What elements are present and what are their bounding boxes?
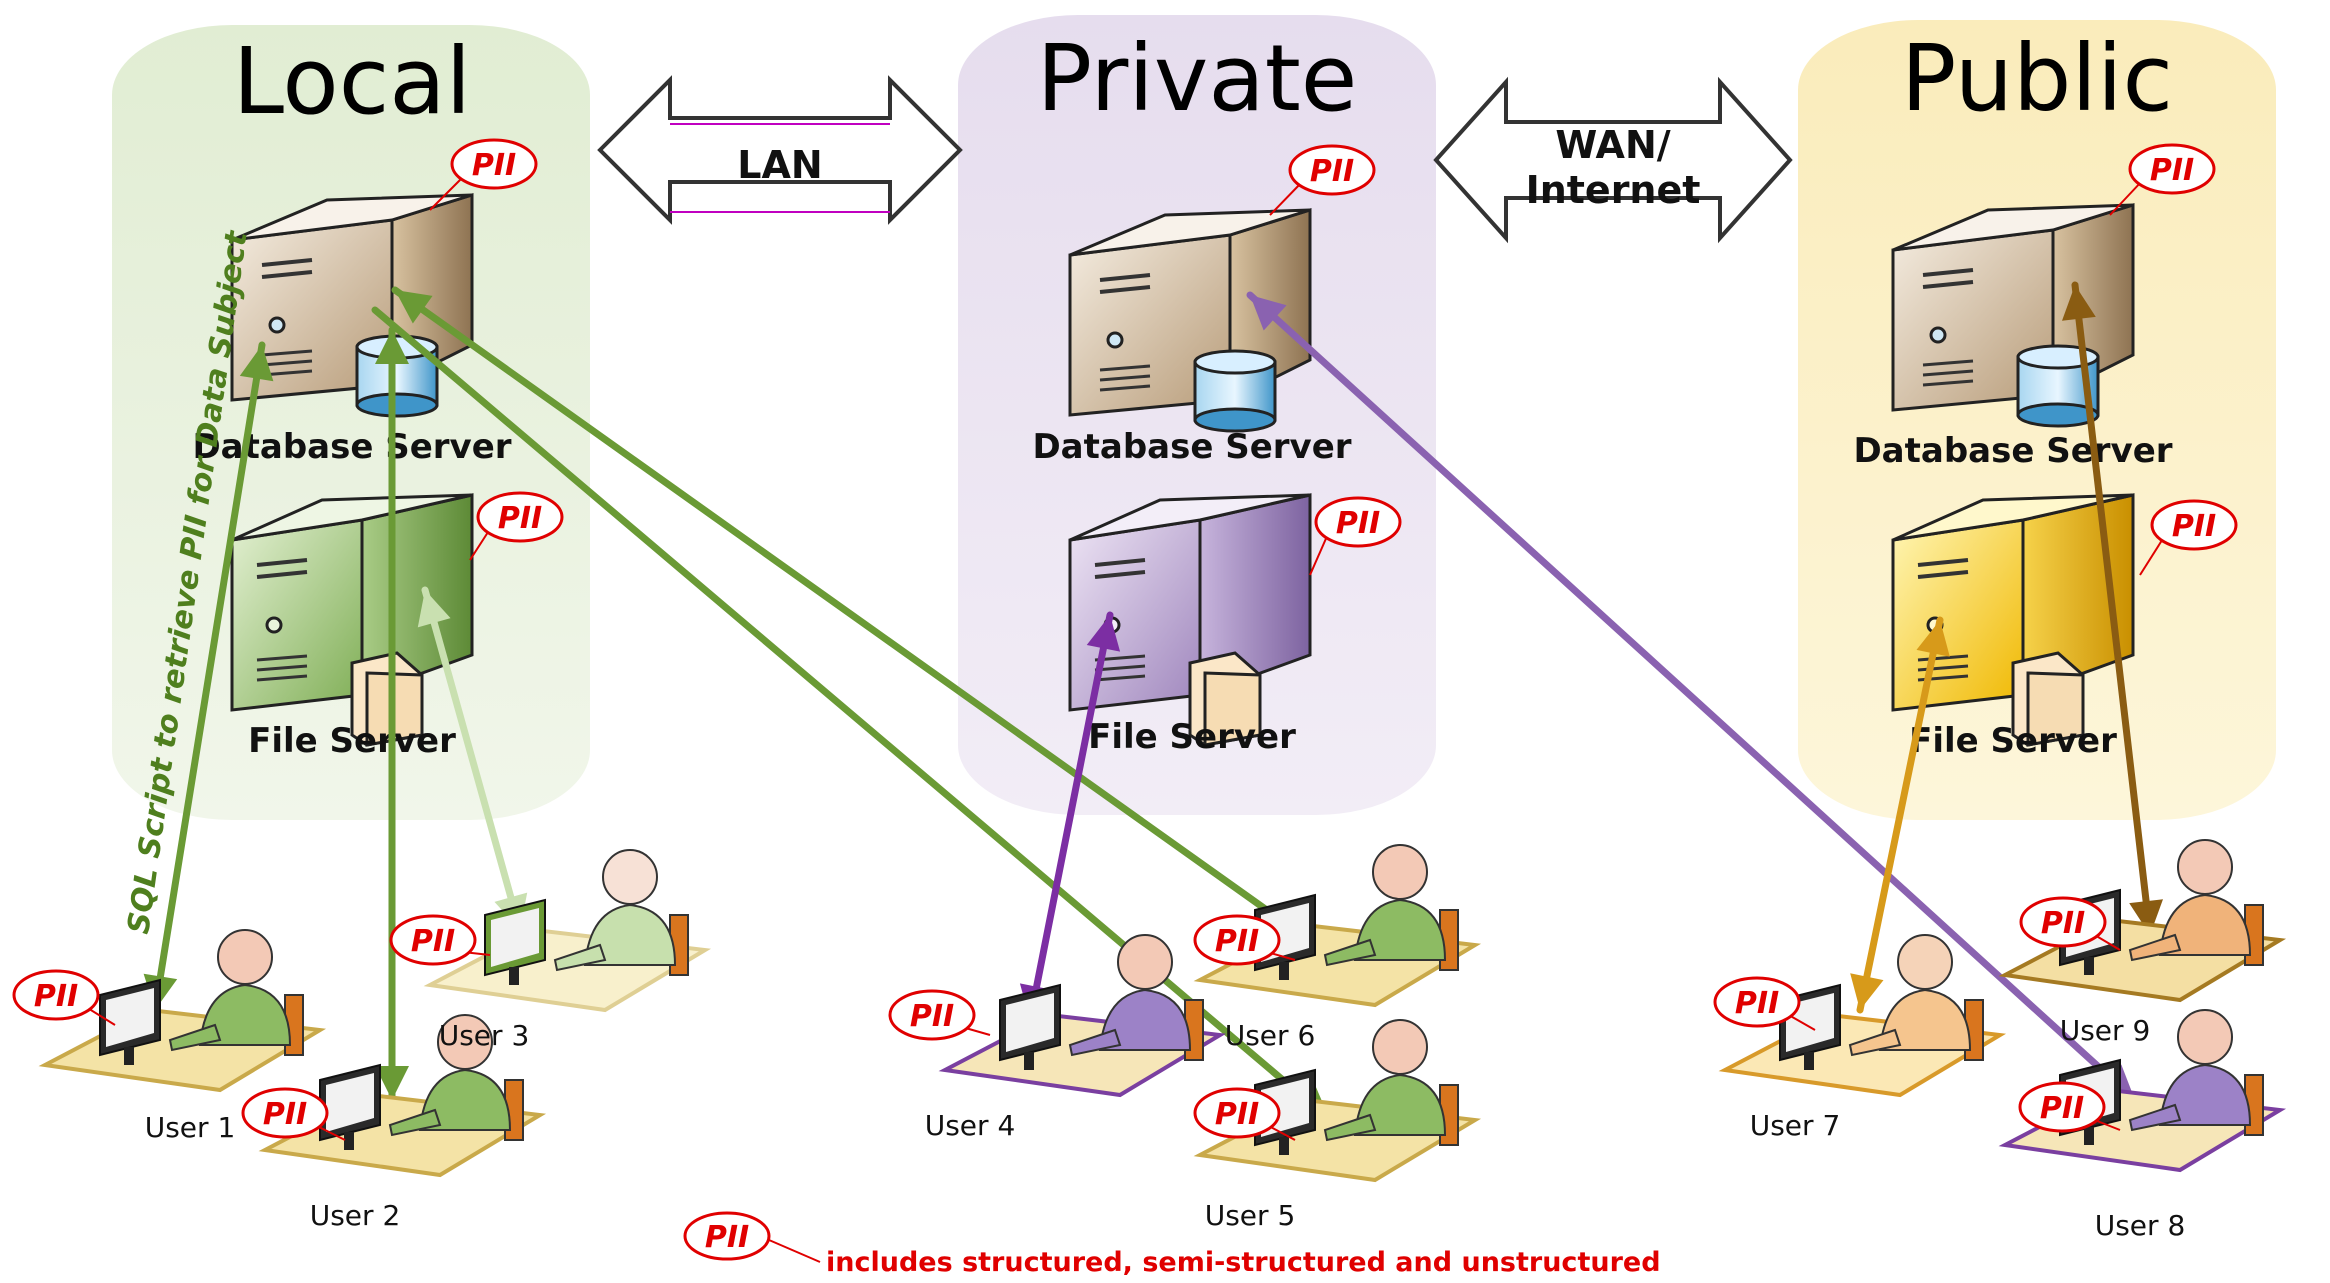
arrowhead xyxy=(239,345,274,382)
pii-badge-label: PII xyxy=(411,924,455,959)
arrowhead xyxy=(2129,899,2163,935)
local-file-server-label: File Server xyxy=(248,721,456,761)
footnote-text: includes structured, semi-structured and… xyxy=(826,1247,1661,1278)
zone-title-private: Private xyxy=(1037,25,1358,132)
pii-badge-icon: PII xyxy=(389,914,491,966)
pii-badge-icon: PII xyxy=(2019,896,2121,951)
pii-badge-label: PII xyxy=(910,999,954,1034)
pii-badge-label: PII xyxy=(472,148,516,183)
arrowhead xyxy=(1086,615,1121,652)
database-server-icon[interactable] xyxy=(1891,203,2135,428)
arrowhead xyxy=(1916,620,1950,657)
pii-badge-icon: PII xyxy=(12,969,116,1026)
pii-badge-label: PII xyxy=(34,979,78,1014)
connection-arrow xyxy=(1850,616,1950,1014)
user-label: User 4 xyxy=(925,1109,1016,1142)
pii-badge-label: PII xyxy=(2150,153,2194,188)
pii-badge-label: PII xyxy=(2041,906,2085,941)
user-workstation-icon[interactable] xyxy=(938,934,1227,1098)
pii-badge-label: PII xyxy=(1310,154,1354,189)
private-database-server-label: Database Server xyxy=(1032,427,1351,467)
pii-badge-icon: PII xyxy=(2139,499,2238,576)
pii-badge-icon: PII xyxy=(1713,976,1816,1031)
user-label: User 7 xyxy=(1750,1109,1841,1142)
footnote: PII includes structured, semi-structured… xyxy=(683,1211,1661,1278)
public-file-server-label: File Server xyxy=(1909,721,2117,761)
pii-badge-icon: PII xyxy=(429,138,538,211)
pii-badge-label: PII xyxy=(1735,986,1779,1021)
private-file-server-label: File Server xyxy=(1088,717,1296,757)
arrowhead xyxy=(375,1066,409,1100)
user-label: User 2 xyxy=(310,1199,401,1232)
zone-title-public: Public xyxy=(1901,25,2173,132)
arrowhead xyxy=(375,330,409,364)
user-label: User 1 xyxy=(145,1111,236,1144)
user-label: User 8 xyxy=(2095,1209,2186,1242)
pii-badge-icon: PII xyxy=(2109,143,2216,216)
pii-badge-icon: PII xyxy=(1193,1087,1296,1141)
pii-badge-icon xyxy=(683,1211,771,1261)
user-workstation-icon[interactable] xyxy=(1718,934,2007,1098)
pii-badge-label: PII xyxy=(1215,924,1259,959)
arrowhead xyxy=(2062,285,2096,321)
pii-badges: PII PII PII PII PII PII PII PII PII PII PII PII PII P… xyxy=(12,138,2238,1141)
pii-badge-icon: PII xyxy=(1193,914,1296,966)
user-workstations: User 1 User 2 User 3 User 4 User 5 User 6 User… xyxy=(38,839,2287,1242)
wan-label-line1: WAN/ xyxy=(1555,123,1670,167)
connection-arrow xyxy=(375,326,409,1104)
zone-title-local: Local xyxy=(233,28,471,135)
pii-badge-label: PII xyxy=(2040,1091,2084,1126)
wan-double-arrow-icon xyxy=(1433,76,1793,244)
lan-double-arrow-icon xyxy=(597,75,963,225)
user-label: User 6 xyxy=(1225,1019,1316,1052)
database-server-icon[interactable] xyxy=(230,193,474,418)
arrowhead xyxy=(417,590,451,628)
user-label: User 9 xyxy=(2060,1014,2151,1047)
pii-badge-icon: PII xyxy=(888,989,991,1041)
user-workstation-icon[interactable] xyxy=(38,929,327,1093)
connection-arrow xyxy=(2062,281,2163,939)
user-label: User 3 xyxy=(439,1019,530,1052)
pii-badge-icon: PII xyxy=(1269,144,1376,216)
pii-badge-icon: PII xyxy=(2018,1081,2121,1133)
pii-badge-label: PII xyxy=(498,501,542,536)
user-label: User 5 xyxy=(1205,1199,1296,1232)
arrowhead xyxy=(1850,973,1884,1010)
pii-badge-icon: PII xyxy=(241,1087,346,1141)
pii-badge-label: PII xyxy=(1215,1097,1259,1132)
arrowhead xyxy=(1250,295,1287,331)
footnote-pii-label: PII xyxy=(705,1220,749,1255)
public-database-server-label: Database Server xyxy=(1853,431,2172,471)
file-server-icon[interactable] xyxy=(1068,493,1312,747)
pii-badge-label: PII xyxy=(2172,509,2216,544)
pii-badge-icon: PII xyxy=(469,491,564,561)
pii-badge-label: PII xyxy=(263,1097,307,1132)
wan-label-line2: Internet xyxy=(1526,168,1701,212)
pii-badge-label: PII xyxy=(1336,506,1380,541)
user-workstation-icon[interactable] xyxy=(258,1014,547,1178)
arrowhead xyxy=(395,290,433,324)
pii-badge-icon: PII xyxy=(1309,496,1402,576)
lan-label: LAN xyxy=(737,143,822,187)
